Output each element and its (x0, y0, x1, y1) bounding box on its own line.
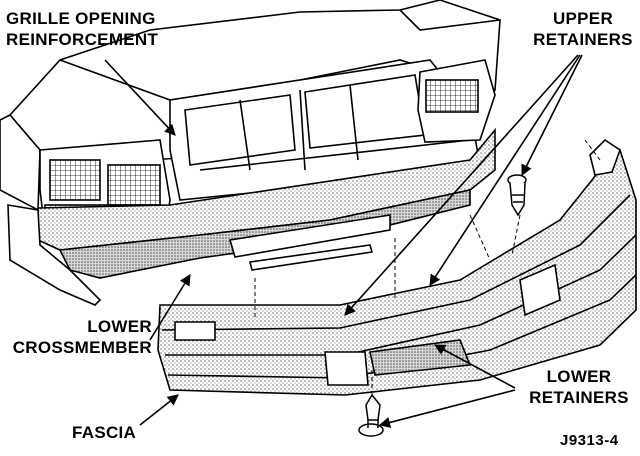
right-headlamp (417, 59, 496, 143)
leader-lower-ret-2 (378, 389, 516, 428)
label-grille-opening-reinforcement: GRILLE OPENING REINFORCEMENT (6, 8, 158, 50)
leader-upper-3 (521, 54, 583, 177)
lower-crossmember (7, 127, 496, 306)
leader-upper-2 (429, 54, 581, 286)
label-lower-crossmember: LOWER CROSSMEMBER (6, 316, 152, 358)
label-upper-line1: UPPER (552, 9, 614, 28)
upper-retainer-part (507, 174, 527, 217)
leader-grille (104, 59, 176, 136)
leader-lower-crossmember (149, 274, 191, 341)
alignment-lines (254, 139, 601, 395)
label-fascia: FASCIA (72, 423, 137, 442)
label-lower-ret-line2: RETAINERS (529, 388, 629, 407)
label-upper-line2: RETAINERS (533, 30, 633, 49)
leader-fascia (139, 394, 179, 426)
vehicle-front-end (0, 0, 501, 212)
leader-upper-1 (344, 54, 579, 316)
label-grille-line1: GRILLE OPENING (6, 9, 156, 28)
label-lower-ret-line1: LOWER (546, 367, 612, 386)
label-lower-cross-line2: CROSSMEMBER (12, 338, 152, 357)
label-grille-line2: REINFORCEMENT (6, 30, 159, 49)
leader-lower-ret-1 (434, 344, 516, 389)
label-upper-retainers: UPPER RETAINERS (528, 8, 638, 50)
label-lower-cross-line1: LOWER (87, 317, 152, 336)
leader-lines (104, 54, 583, 428)
lower-retainer-part (358, 393, 384, 437)
label-lower-retainers: LOWER RETAINERS (520, 366, 638, 408)
figure-id: J9313-4 (560, 432, 619, 449)
